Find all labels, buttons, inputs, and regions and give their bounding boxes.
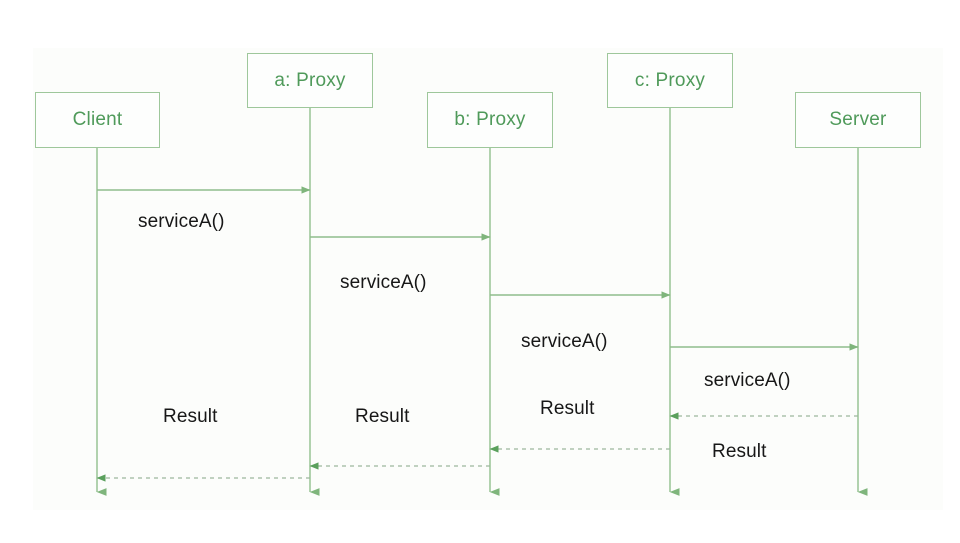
participant-label-proxy_a: a: Proxy [274,69,346,91]
participant-box-server[interactable]: Server [795,92,921,148]
message-label-m4: serviceA() [704,370,791,391]
participant-label-proxy_c: c: Proxy [634,69,706,91]
participant-box-proxy_b[interactable]: b: Proxy [427,92,553,148]
message-label-m2: serviceA() [340,272,427,293]
participant-label-proxy_b: b: Proxy [454,109,526,130]
lifelines-group [96,108,868,496]
message-label-m8: Result [163,406,218,427]
participant-label-server: Server [829,109,887,130]
participant-box-proxy_c[interactable]: c: Proxy [607,53,733,108]
participant-box-proxy_a[interactable]: a: Proxy [247,53,373,108]
message-label-m7: Result [355,406,410,427]
message-label-m6: Result [540,398,595,419]
participant-label-client: Client [72,109,123,130]
participant-box-client[interactable]: Client [35,92,160,148]
messages-group [96,186,859,482]
message-label-m5: Result [712,441,767,462]
message-label-m3: serviceA() [521,331,608,352]
message-label-m1: serviceA() [138,211,225,232]
